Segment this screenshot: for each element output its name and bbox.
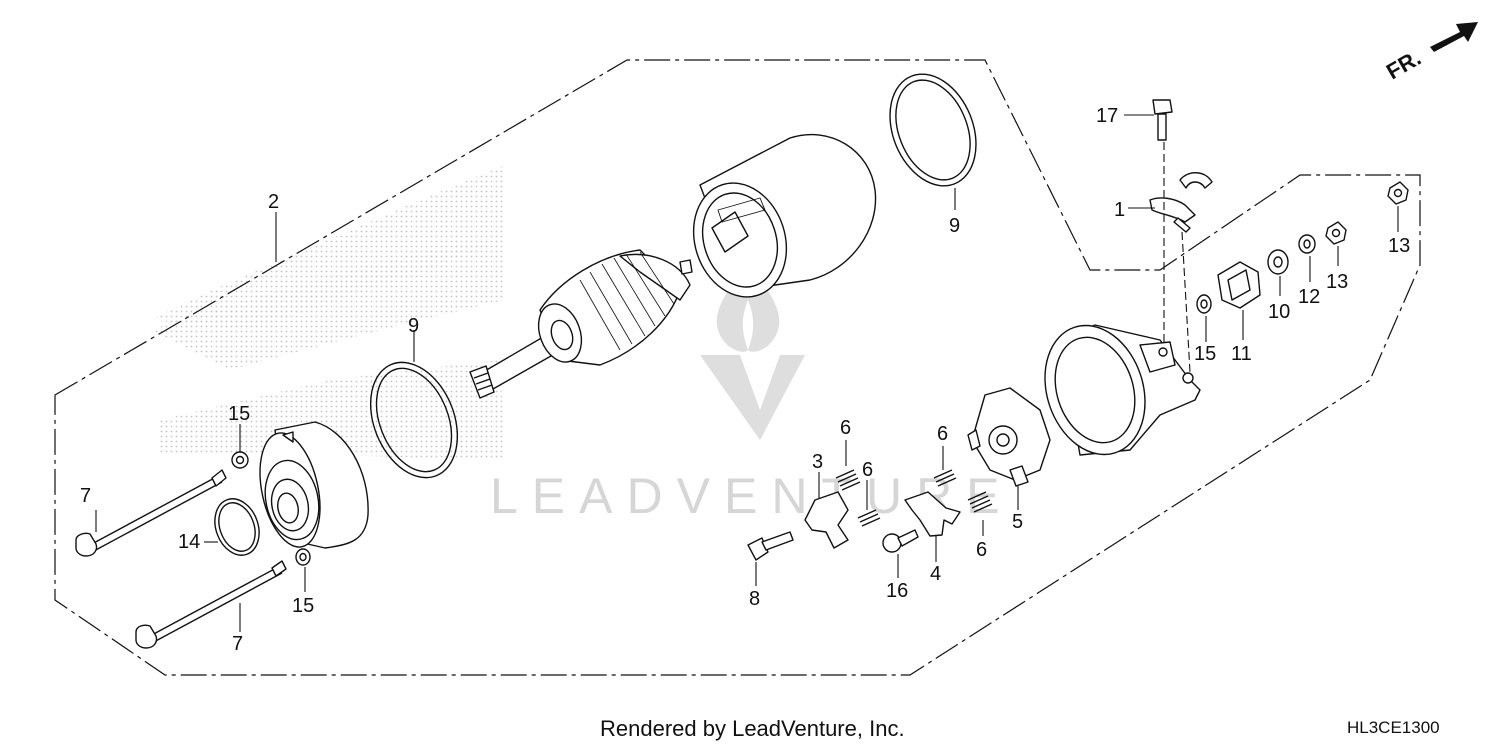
callout-13-b: 13 — [1388, 235, 1410, 257]
callout-10: 10 — [1268, 301, 1290, 323]
callout-9-b: 9 — [949, 215, 960, 237]
front-direction-label: FR. — [1382, 45, 1425, 84]
callout-7-b: 7 — [232, 633, 243, 655]
brush-plate — [967, 387, 1051, 487]
gasket-front — [369, 361, 459, 479]
callout-3: 3 — [812, 451, 823, 473]
callout-labels: 1 2 3 4 5 6 6 6 6 7 7 8 9 9 10 11 12 13 … — [80, 105, 1410, 655]
callout-6-d: 6 — [976, 539, 987, 561]
callout-12: 12 — [1298, 286, 1320, 308]
callout-1: 1 — [1114, 199, 1125, 221]
armature — [469, 249, 693, 399]
callout-14: 14 — [178, 531, 200, 553]
brush-spring-d — [967, 491, 993, 513]
rear-cover — [1044, 324, 1201, 456]
insulator — [1217, 261, 1261, 309]
front-direction-arrow — [1430, 22, 1478, 52]
callout-8: 8 — [749, 588, 760, 610]
callout-15-b: 15 — [292, 595, 314, 617]
callout-6-a: 6 — [840, 417, 851, 439]
callout-5: 5 — [1012, 511, 1023, 533]
brush-holder-left — [804, 491, 849, 549]
o-ring — [214, 498, 260, 556]
callout-16: 16 — [886, 580, 908, 602]
callout-2: 2 — [268, 191, 279, 213]
brush-spring-c — [933, 469, 957, 487]
terminal-bolt — [747, 531, 794, 561]
callout-4: 4 — [930, 563, 941, 585]
screw — [882, 529, 919, 553]
callout-17: 17 — [1096, 105, 1118, 127]
brush-holder-right — [904, 491, 961, 537]
mounting-bolt — [1152, 99, 1173, 141]
terminal-clip — [1149, 172, 1213, 233]
rendered-by-footer: Rendered by LeadVenture, Inc. — [600, 716, 905, 741]
front-cover — [259, 421, 369, 549]
callout-6-b: 6 — [862, 459, 873, 481]
terminal-bushing — [1267, 249, 1289, 275]
callout-6-c: 6 — [937, 423, 948, 445]
callout-9-a: 9 — [408, 315, 419, 337]
diagram-code: HL3CE1300 — [1347, 718, 1440, 737]
assembly-boundary — [54, 59, 1421, 676]
callout-7-a: 7 — [80, 485, 91, 507]
nut-outer — [1387, 181, 1409, 205]
gasket-rear — [889, 73, 977, 187]
brush-spring-b — [857, 509, 881, 527]
brush-spring-a — [835, 469, 861, 491]
through-bolt-lower — [135, 560, 287, 649]
callout-15-c: 15 — [1194, 343, 1216, 365]
callout-15-a: 15 — [228, 403, 250, 425]
nut-inner — [1325, 221, 1347, 245]
brand-wing-watermark — [150, 165, 505, 460]
callout-11: 11 — [1231, 343, 1252, 365]
washer-plain — [1298, 234, 1316, 254]
callout-13-a: 13 — [1326, 271, 1348, 293]
leader-lines — [95, 114, 1399, 632]
yoke-housing — [692, 133, 877, 298]
through-bolt-upper — [75, 469, 227, 557]
